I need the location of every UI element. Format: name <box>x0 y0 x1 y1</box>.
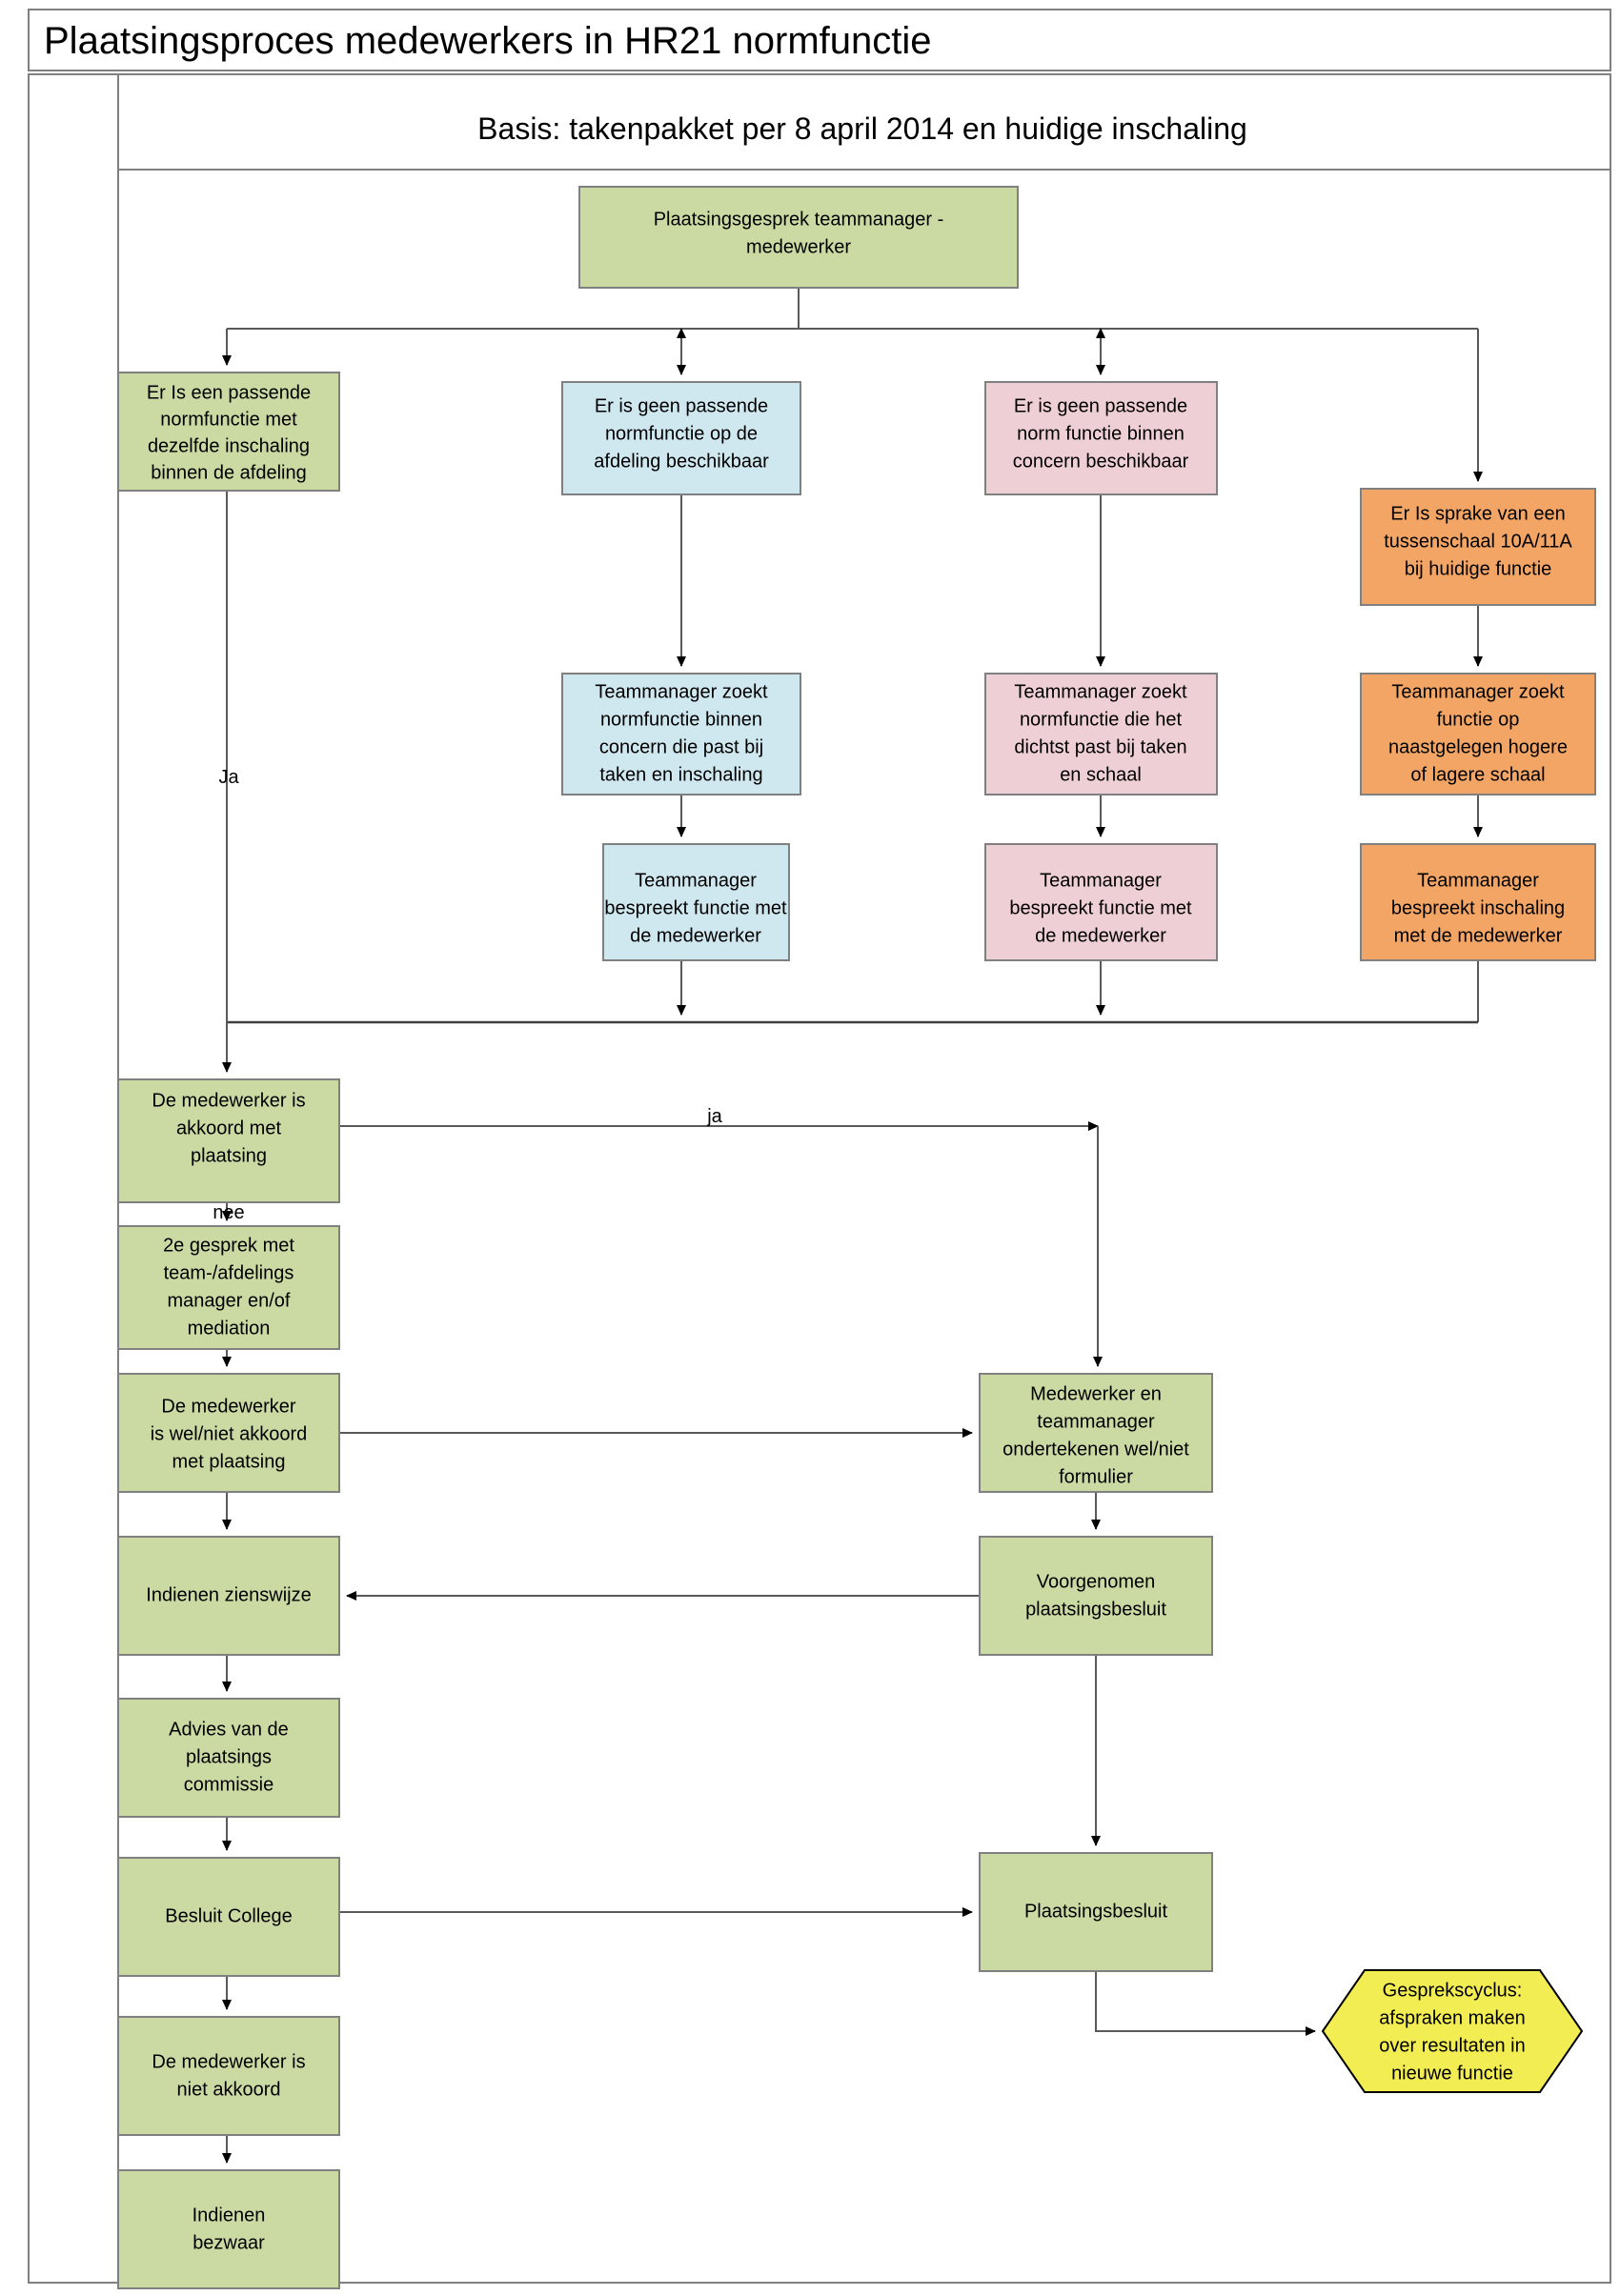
node-label-line: Teammanager <box>635 870 757 891</box>
node-teammanager-bespreekt-functie-pink[interactable]: Teammanager bespreekt functie met de med… <box>984 843 1218 961</box>
node-label-line: mediation <box>188 1318 271 1339</box>
node-label-line: medewerker <box>746 236 851 257</box>
node-label-line: nieuwe functie <box>1391 2063 1513 2084</box>
node-label-line: Teammanager zoekt <box>1391 681 1565 702</box>
node-label-line: binnen de afdeling <box>151 462 306 483</box>
node-medewerker-niet-akkoord[interactable]: De medewerker is niet akkoord <box>117 2016 340 2136</box>
node-label-line: concern beschikbaar <box>1013 451 1189 472</box>
node-passende-normfunctie-afdeling[interactable]: Er Is een passende normfunctie met dezel… <box>117 372 340 492</box>
node-label-line: ondertekenen wel/niet <box>1002 1439 1189 1460</box>
node-label-line: Er is geen passende <box>595 395 768 416</box>
node-label-line: akkoord met <box>176 1118 281 1138</box>
node-label-line: teammanager <box>1037 1411 1155 1432</box>
node-indienen-zienswijze[interactable]: Indienen zienswijze <box>117 1536 340 1656</box>
edge-label-ja-right: ja <box>706 1106 722 1127</box>
node-label-line: tussenschaal 10A/11A <box>1384 531 1572 552</box>
node-geen-normfunctie-concern[interactable]: Er is geen passende norm functie binnen … <box>984 381 1218 495</box>
node-label-line: De medewerker is <box>152 2051 305 2072</box>
node-label-line: Er is geen passende <box>1014 395 1187 416</box>
node-label-line: en schaal <box>1060 764 1142 785</box>
node-label-line: bespreekt inschaling <box>1391 897 1565 918</box>
node-indienen-bezwaar[interactable]: Indienen bezwaar <box>117 2169 340 2289</box>
node-teammanager-bespreekt-functie-blue[interactable]: Teammanager bespreekt functie met de med… <box>602 843 790 961</box>
edge-label-nee: nee <box>213 1202 244 1223</box>
nodes-layer: Plaatsingsgesprek teammanager - medewerk… <box>117 186 1596 2289</box>
node-label-line: is wel/niet akkoord <box>151 1423 308 1444</box>
node-label-line: Er Is sprake van een <box>1390 503 1565 524</box>
node-tweede-gesprek[interactable]: 2e gesprek met team-/afdelings manager e… <box>117 1225 340 1350</box>
node-label-line: taken en inschaling <box>599 764 762 785</box>
node-label-line: Gesprekscyclus: <box>1383 1980 1523 2001</box>
node-label-line: niet akkoord <box>177 2079 281 2100</box>
node-advies-plaatsingscommissie[interactable]: Advies van de plaatsings commissie <box>117 1698 340 1818</box>
node-label-line: De medewerker <box>161 1396 296 1417</box>
node-label-line: afdeling beschikbaar <box>594 451 769 472</box>
node-label-line: concern die past bij <box>599 736 763 757</box>
node-label-line: dezelfde inschaling <box>148 435 310 456</box>
node-medewerker-wel-niet-akkoord[interactable]: De medewerker is wel/niet akkoord met pl… <box>117 1373 340 1493</box>
node-label-line: normfunctie binnen <box>600 709 762 730</box>
node-label-line: bezwaar <box>192 2232 265 2253</box>
node-label-line: formulier <box>1059 1466 1133 1487</box>
node-tussenschaal[interactable]: Er Is sprake van een tussenschaal 10A/11… <box>1360 488 1596 606</box>
node-label-line: bespreekt functie met <box>604 897 787 918</box>
node-plaatsingsgesprek[interactable]: Plaatsingsgesprek teammanager - medewerk… <box>578 186 1019 289</box>
edge-label-ja-left: Ja <box>218 767 239 788</box>
edges-layer <box>222 288 1483 2164</box>
node-label-line: normfunctie die het <box>1020 709 1183 730</box>
node-label-line: normfunctie met <box>160 409 297 430</box>
node-label-line: afspraken maken <box>1379 2007 1525 2028</box>
page-subtitle: Basis: takenpakket per 8 april 2014 en h… <box>477 111 1247 146</box>
node-label-line: Indienen zienswijze <box>146 1584 311 1605</box>
node-besluit-college[interactable]: Besluit College <box>117 1857 340 1977</box>
node-label-line: normfunctie op de <box>605 423 758 444</box>
node-teammanager-zoekt-schaal[interactable]: Teammanager zoekt functie op naastgelege… <box>1360 673 1596 796</box>
node-label-line: Teammanager zoekt <box>1014 681 1187 702</box>
node-label-line: Indienen <box>192 2205 266 2226</box>
node-label-line: Plaatsingsgesprek teammanager - <box>654 209 944 230</box>
node-label-line: Er Is een passende <box>147 382 311 403</box>
node-label-line: Plaatsingsbesluit <box>1024 1901 1168 1922</box>
node-label-line: Teammanager <box>1417 870 1539 891</box>
node-label-line: commissie <box>184 1774 273 1795</box>
node-medewerker-akkoord[interactable]: De medewerker is akkoord met plaatsing <box>117 1078 340 1203</box>
node-label-line: Voorgenomen <box>1037 1571 1156 1592</box>
node-label-line: bij huidige functie <box>1405 558 1552 579</box>
node-label-line: naastgelegen hogere <box>1388 736 1568 757</box>
node-label-line: Teammanager zoekt <box>595 681 768 702</box>
edge-plaatsings-to-gesprekscyclus <box>1095 1971 1316 2036</box>
node-label-line: bespreekt functie met <box>1009 897 1192 918</box>
node-label-line: plaatsingsbesluit <box>1025 1599 1166 1620</box>
node-label-line: De medewerker is <box>152 1090 305 1111</box>
node-teammanager-zoekt-dichtst[interactable]: Teammanager zoekt normfunctie die het di… <box>984 673 1218 796</box>
node-label-line: Medewerker en <box>1030 1383 1162 1404</box>
node-geen-normfunctie-afdeling[interactable]: Er is geen passende normfunctie op de af… <box>561 381 801 495</box>
node-label-line: de medewerker <box>1035 925 1166 946</box>
node-label-line: manager en/of <box>168 1290 291 1311</box>
node-voorgenomen-plaatsingsbesluit[interactable]: Voorgenomen plaatsingsbesluit <box>979 1536 1213 1656</box>
node-label-line: met plaatsing <box>172 1451 286 1472</box>
edge-labels-layer: Ja ja nee <box>213 767 722 1223</box>
node-plaatsingsbesluit[interactable]: Plaatsingsbesluit <box>979 1852 1213 1972</box>
node-label-line: norm functie binnen <box>1017 423 1185 444</box>
node-label-line: de medewerker <box>630 925 761 946</box>
node-label-line: of lagere schaal <box>1410 764 1545 785</box>
page-title: Plaatsingsproces medewerkers in HR21 nor… <box>44 20 932 62</box>
node-label-line: functie op <box>1437 709 1520 730</box>
node-label-line: 2e gesprek met <box>163 1235 294 1256</box>
node-label-line: met de medewerker <box>1394 925 1563 946</box>
node-teammanager-bespreekt-inschaling[interactable]: Teammanager bespreekt inschaling met de … <box>1360 843 1596 961</box>
node-teammanager-zoekt-concern[interactable]: Teammanager zoekt normfunctie binnen con… <box>561 673 801 796</box>
node-label-line: Besluit College <box>165 1905 292 1926</box>
node-label-line: dichtst past bij taken <box>1014 736 1186 757</box>
node-label-line: Teammanager <box>1040 870 1162 891</box>
node-ondertekenen-formulier[interactable]: Medewerker en teammanager ondertekenen w… <box>979 1373 1213 1493</box>
node-label-line: Advies van de <box>169 1719 289 1740</box>
node-gesprekscyclus[interactable]: Gesprekscyclus: afspraken maken over res… <box>1321 1969 1584 2093</box>
node-label-line: team-/afdelings <box>164 1262 294 1283</box>
node-label-line: plaatsings <box>186 1746 272 1767</box>
node-label-line: over resultaten in <box>1379 2035 1525 2056</box>
node-label-line: plaatsing <box>191 1145 267 1166</box>
